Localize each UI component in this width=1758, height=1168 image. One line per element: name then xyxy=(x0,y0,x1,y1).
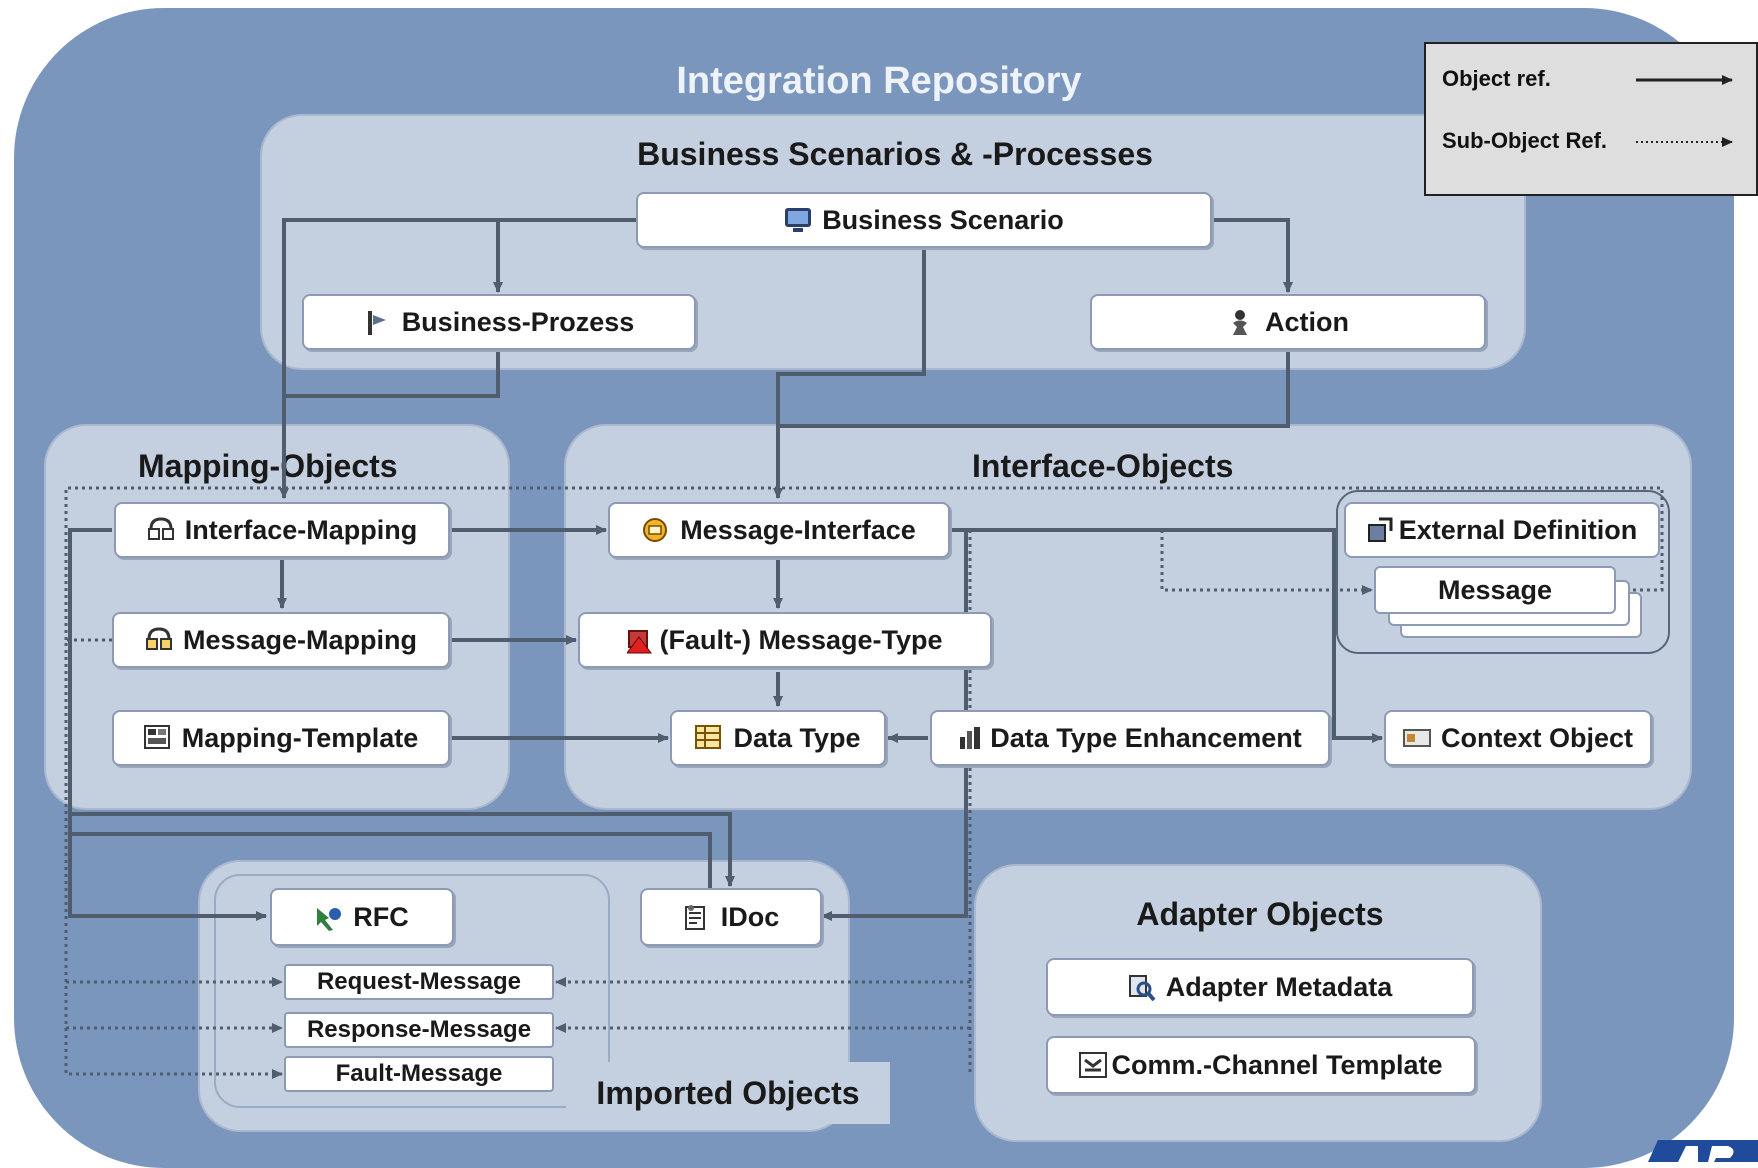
process-flag-icon xyxy=(364,309,390,335)
interface-mapping-label: Interface-Mapping xyxy=(184,514,418,545)
business-scenario-label: Business Scenario xyxy=(822,204,1064,235)
message-interface-label: Message-Interface xyxy=(680,514,916,545)
context-object-label: Context Object xyxy=(1440,722,1634,753)
monitor-icon xyxy=(784,207,812,233)
data-type-enhancement-node: Data Type Enhancement xyxy=(930,710,1330,766)
rfc-label: RFC xyxy=(353,901,409,932)
message-mapping-icon xyxy=(145,627,172,653)
interface-coin-icon xyxy=(642,517,668,543)
data-type-label: Data Type xyxy=(733,722,861,753)
message-label: Message xyxy=(1437,574,1553,605)
legend-swatches xyxy=(1636,75,1733,147)
action-node: Action xyxy=(1090,294,1486,350)
action-figure-icon xyxy=(1227,309,1253,335)
external-definition-label: External Definition xyxy=(1398,514,1638,545)
business-scenario-node: Business Scenario xyxy=(636,192,1212,248)
imported-section-title: Imported Objects xyxy=(566,1062,890,1124)
fault-message-label: Fault-Message xyxy=(335,1060,503,1087)
legend-box: Object ref. Sub-Object Ref. xyxy=(1424,42,1758,196)
mapping-section-title: Mapping-Objects xyxy=(138,448,398,484)
response-message-label: Response-Message xyxy=(306,1016,532,1043)
message-mapping-node: Message-Mapping xyxy=(112,612,450,668)
adapter-metadata-node: Adapter Metadata xyxy=(1046,958,1474,1016)
context-card-icon xyxy=(1402,725,1431,751)
context-object-node: Context Object xyxy=(1384,710,1652,766)
channel-template-icon xyxy=(1079,1052,1108,1078)
legend-object-ref: Object ref. xyxy=(1442,66,1551,91)
interface-mapping-node: Interface-Mapping xyxy=(114,502,450,558)
data-type-enhancement-label: Data Type Enhancement xyxy=(990,722,1302,753)
comm-channel-template-label: Comm.-Channel Template xyxy=(1111,1049,1443,1080)
fault-message-node: Fault-Message xyxy=(284,1056,554,1092)
legend-sub-object-ref: Sub-Object Ref. xyxy=(1442,128,1608,153)
fault-message-icon xyxy=(626,627,653,654)
adapter-section-title: Adapter Objects xyxy=(1136,896,1384,932)
business-section-title: Business Scenarios & -Processes xyxy=(637,136,1153,172)
bar-enhancement-icon xyxy=(958,725,984,751)
data-type-node: Data Type xyxy=(670,710,886,766)
external-box-icon xyxy=(1367,517,1393,543)
mapping-glasses-icon xyxy=(147,517,174,543)
comm-channel-template-node: Comm.-Channel Template xyxy=(1046,1036,1476,1094)
idoc-document-icon xyxy=(683,904,709,930)
message-interface-node: Message-Interface xyxy=(608,502,950,558)
request-message-label: Request-Message xyxy=(316,968,522,995)
grid-table-icon xyxy=(695,725,722,751)
idoc-label: IDoc xyxy=(720,901,780,932)
rfc-node: RFC xyxy=(270,888,454,946)
magnifier-icon xyxy=(1128,974,1156,1002)
adapter-metadata-label: Adapter Metadata xyxy=(1165,971,1393,1002)
mapping-template-node: Mapping-Template xyxy=(112,710,450,766)
rfc-arrow-icon xyxy=(315,904,342,931)
message-type-node: (Fault-) Message-Type xyxy=(578,612,992,668)
template-grid-icon xyxy=(143,725,170,751)
request-message-node: Request-Message xyxy=(284,964,554,1000)
mapping-template-label: Mapping-Template xyxy=(181,722,419,753)
message-mapping-label: Message-Mapping xyxy=(182,624,418,655)
business-prozess-label: Business-Prozess xyxy=(401,306,635,337)
external-definition-node: External Definition xyxy=(1344,502,1660,558)
corner-logo xyxy=(1648,1140,1758,1162)
message-type-label: (Fault-) Message-Type xyxy=(659,624,943,655)
message-node: Message xyxy=(1374,566,1616,614)
response-message-node: Response-Message xyxy=(284,1012,554,1048)
interface-section-title: Interface-Objects xyxy=(972,448,1234,484)
idoc-node: IDoc xyxy=(640,888,822,946)
diagram-title: Integration Repository xyxy=(676,60,1082,102)
business-prozess-node: Business-Prozess xyxy=(302,294,696,350)
action-label: Action xyxy=(1265,306,1349,337)
